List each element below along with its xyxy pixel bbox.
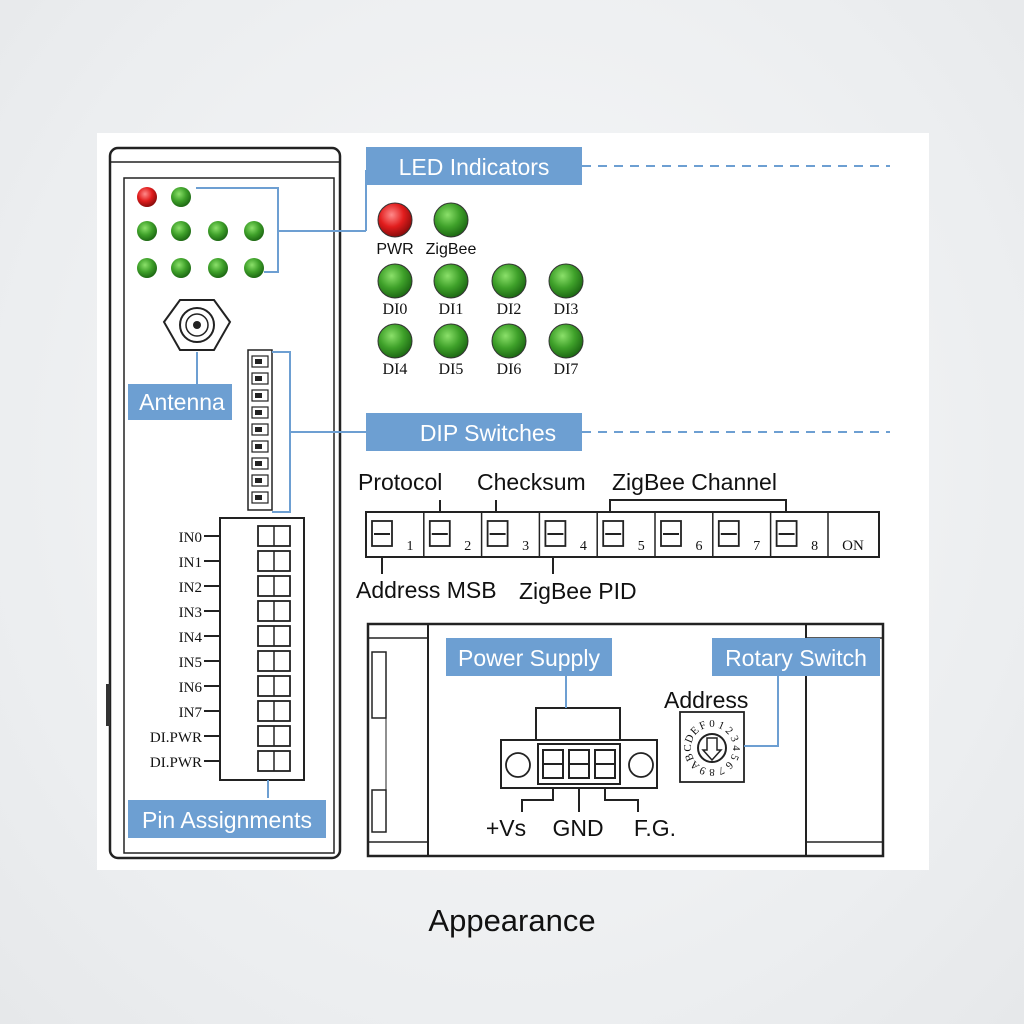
pin-label: IN4	[179, 630, 203, 646]
pin-label: IN3	[179, 605, 202, 621]
dip-label-protocol: Protocol	[358, 469, 442, 495]
rotary-dial-char: C	[682, 744, 694, 751]
led-di7	[548, 323, 584, 359]
device-dip-lever	[255, 359, 262, 364]
pin-label: IN1	[179, 555, 202, 571]
led-di3	[548, 263, 584, 299]
svg-text:DIP Switches: DIP Switches	[420, 420, 556, 446]
power-connector	[500, 707, 658, 812]
led-di2	[491, 263, 527, 299]
callout-antenna: Antenna	[128, 384, 232, 420]
rotary-dial-char: F	[698, 719, 708, 732]
dip-number: 6	[696, 539, 703, 554]
figure-caption: Appearance	[428, 903, 596, 938]
pin-label: IN5	[179, 655, 202, 671]
dip-switch-detail: Protocol Checksum ZigBee Channel 1 2 3 4 5 6 7…	[356, 469, 880, 604]
pin-label: DI.PWR	[150, 755, 202, 771]
pin-label: IN0	[179, 530, 202, 546]
dip-number: 2	[464, 539, 471, 554]
led-label: DI6	[497, 361, 522, 378]
rotary-dial-char: 8	[709, 766, 715, 778]
svg-text:Power Supply: Power Supply	[458, 645, 600, 671]
power-label-fg: F.G.	[634, 815, 676, 841]
svg-text:LED Indicators: LED Indicators	[399, 154, 550, 180]
device-dip-lever	[255, 478, 262, 483]
power-label-gnd: GND	[552, 815, 603, 841]
terminal-block	[219, 517, 305, 781]
led-label: DI3	[554, 301, 579, 318]
antenna-connector-icon	[162, 299, 232, 351]
led-di1	[433, 263, 469, 299]
led-label: PWR	[376, 241, 413, 258]
led-zigbee	[433, 202, 469, 238]
rotary-dial-char: 1	[716, 719, 726, 732]
rotary-dial-char: 7	[716, 764, 726, 777]
led-pwr	[377, 202, 413, 238]
led-label: DI4	[383, 361, 408, 378]
rotary-dial-char: 5	[727, 752, 740, 762]
pin-label: IN6	[179, 680, 203, 696]
rotary-dial-char: 0	[709, 718, 715, 730]
device-dip-lever	[255, 376, 262, 381]
svg-text:Pin Assignments: Pin Assignments	[142, 807, 312, 833]
pin-label: DI.PWR	[150, 730, 202, 746]
rotary-dial-char: 9	[697, 763, 707, 776]
device-dip-strip	[247, 349, 273, 511]
dip-on-label: ON	[842, 538, 864, 554]
svg-text:Rotary Switch: Rotary Switch	[725, 645, 867, 671]
dip-number: 1	[407, 539, 414, 554]
dip-label-zigbee-pid: ZigBee PID	[519, 578, 637, 604]
dip-number: 4	[580, 539, 587, 554]
device-dip-lever	[255, 393, 262, 398]
led-di0	[377, 263, 413, 299]
led-label: DI5	[439, 361, 464, 378]
svg-text:Antenna: Antenna	[139, 389, 225, 415]
device-dip-lever	[255, 461, 262, 466]
rotary-dial-char: D	[683, 733, 697, 745]
device-led-array	[137, 187, 264, 278]
led-label: DI2	[497, 301, 522, 318]
rotary-address-label: Address	[664, 687, 748, 713]
led-label: ZigBee	[426, 241, 477, 258]
pin-label: IN7	[179, 705, 203, 721]
device-dip-lever	[255, 410, 262, 415]
led-label: DI7	[554, 361, 579, 378]
led-di4	[377, 323, 413, 359]
led-label: DI1	[439, 301, 464, 318]
callout-pin-assignments: Pin Assignments	[128, 800, 326, 838]
pin-label: IN2	[179, 580, 202, 596]
callout-power-supply: Power Supply	[446, 638, 612, 676]
rotary-dial-char: B	[683, 752, 697, 763]
dip-label-zigbee-channel: ZigBee Channel	[612, 469, 777, 495]
rotary-dial-char: 4	[730, 745, 742, 751]
led-di6	[491, 323, 527, 359]
power-label-vs: +Vs	[486, 815, 526, 841]
dip-number: 3	[522, 539, 529, 554]
dip-number: 8	[811, 539, 818, 554]
dip-number: 5	[638, 539, 645, 554]
callout-led-indicators: LED Indicators	[366, 147, 582, 185]
device-dip-lever	[255, 495, 262, 500]
led-di5	[433, 323, 469, 359]
dip-label-checksum: Checksum	[477, 469, 586, 495]
device-dip-lever	[255, 444, 262, 449]
callout-dip-switches: DIP Switches	[366, 413, 582, 451]
device-dip-lever	[255, 427, 262, 432]
led-label: DI0	[383, 301, 408, 318]
dip-number: 7	[753, 539, 760, 554]
callout-rotary-switch: Rotary Switch	[712, 638, 880, 676]
rotary-dial-char: 3	[728, 734, 741, 744]
dip-label-address-msb: Address MSB	[356, 577, 497, 603]
